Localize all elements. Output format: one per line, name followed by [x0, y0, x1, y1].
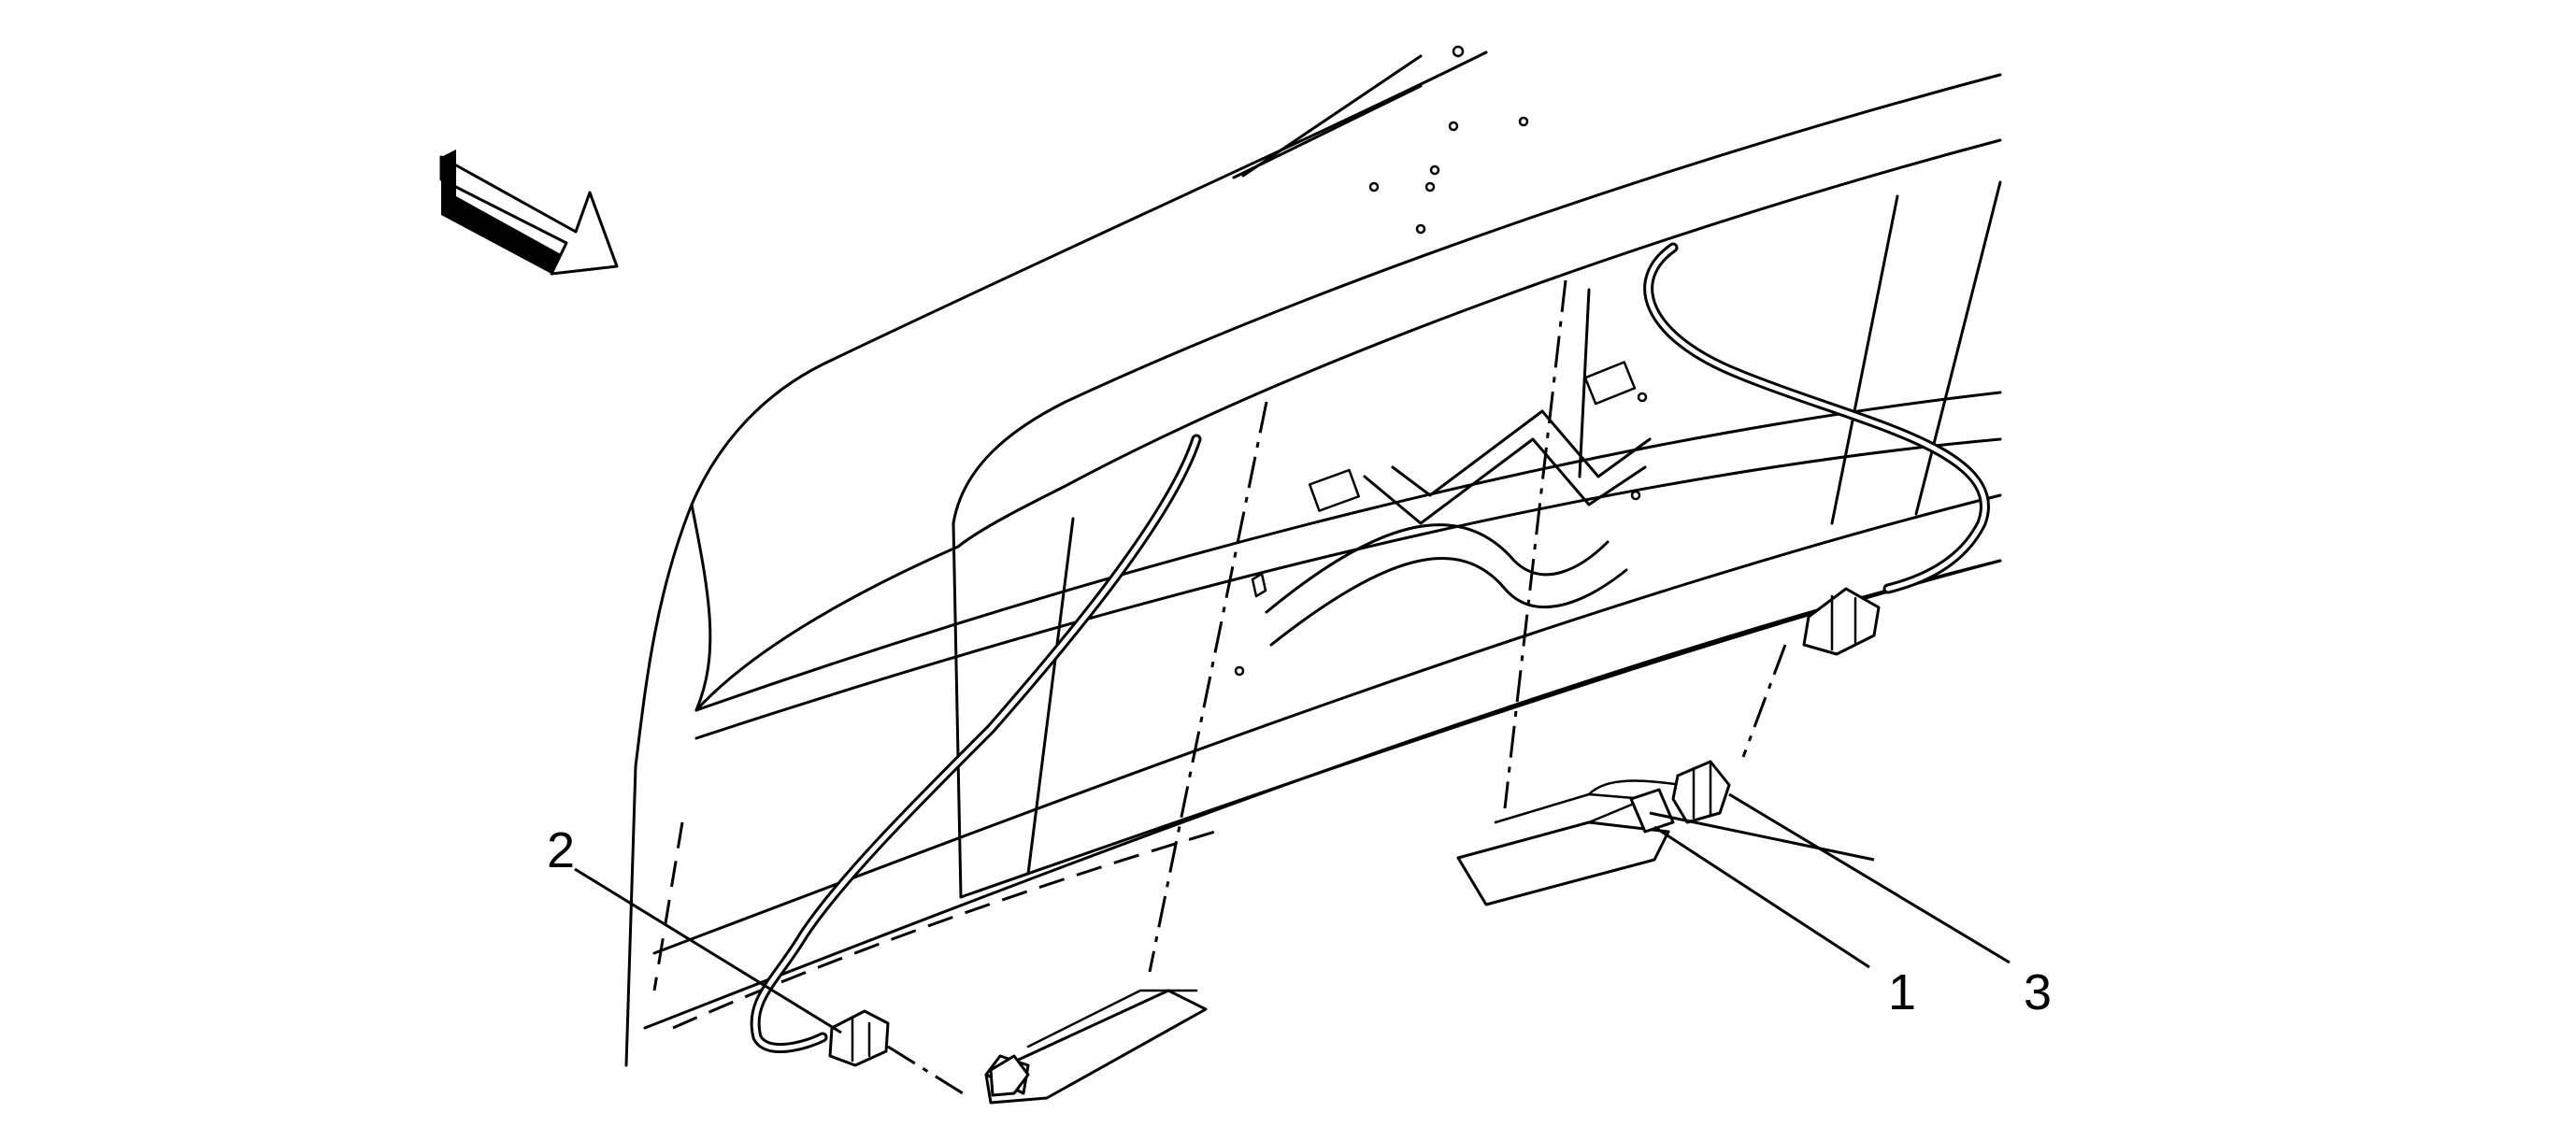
callout-1: 1	[1888, 964, 1916, 1020]
license-lamp-right	[1456, 774, 1712, 906]
installation-leaders	[887, 279, 1787, 1095]
harness-connector-left	[828, 1009, 890, 1067]
wiring-harness	[750, 242, 1990, 1054]
rear-compartment-lid	[624, 50, 2002, 1067]
harness-connector-right	[1802, 587, 1881, 656]
callout-3-leader	[1728, 792, 2011, 964]
callout-1-leader	[1649, 811, 1875, 862]
callout-1-leader-main	[1653, 825, 1870, 969]
forward-direction-arrow-icon	[439, 150, 619, 276]
lamp-socket-right	[1671, 760, 1731, 824]
callout-2: 2	[547, 822, 575, 878]
callout-2-leader	[574, 867, 842, 1034]
lamp-socket-left	[989, 1054, 1030, 1097]
callout-3: 3	[2024, 964, 2052, 1020]
license-plate-recess	[1234, 45, 1652, 677]
